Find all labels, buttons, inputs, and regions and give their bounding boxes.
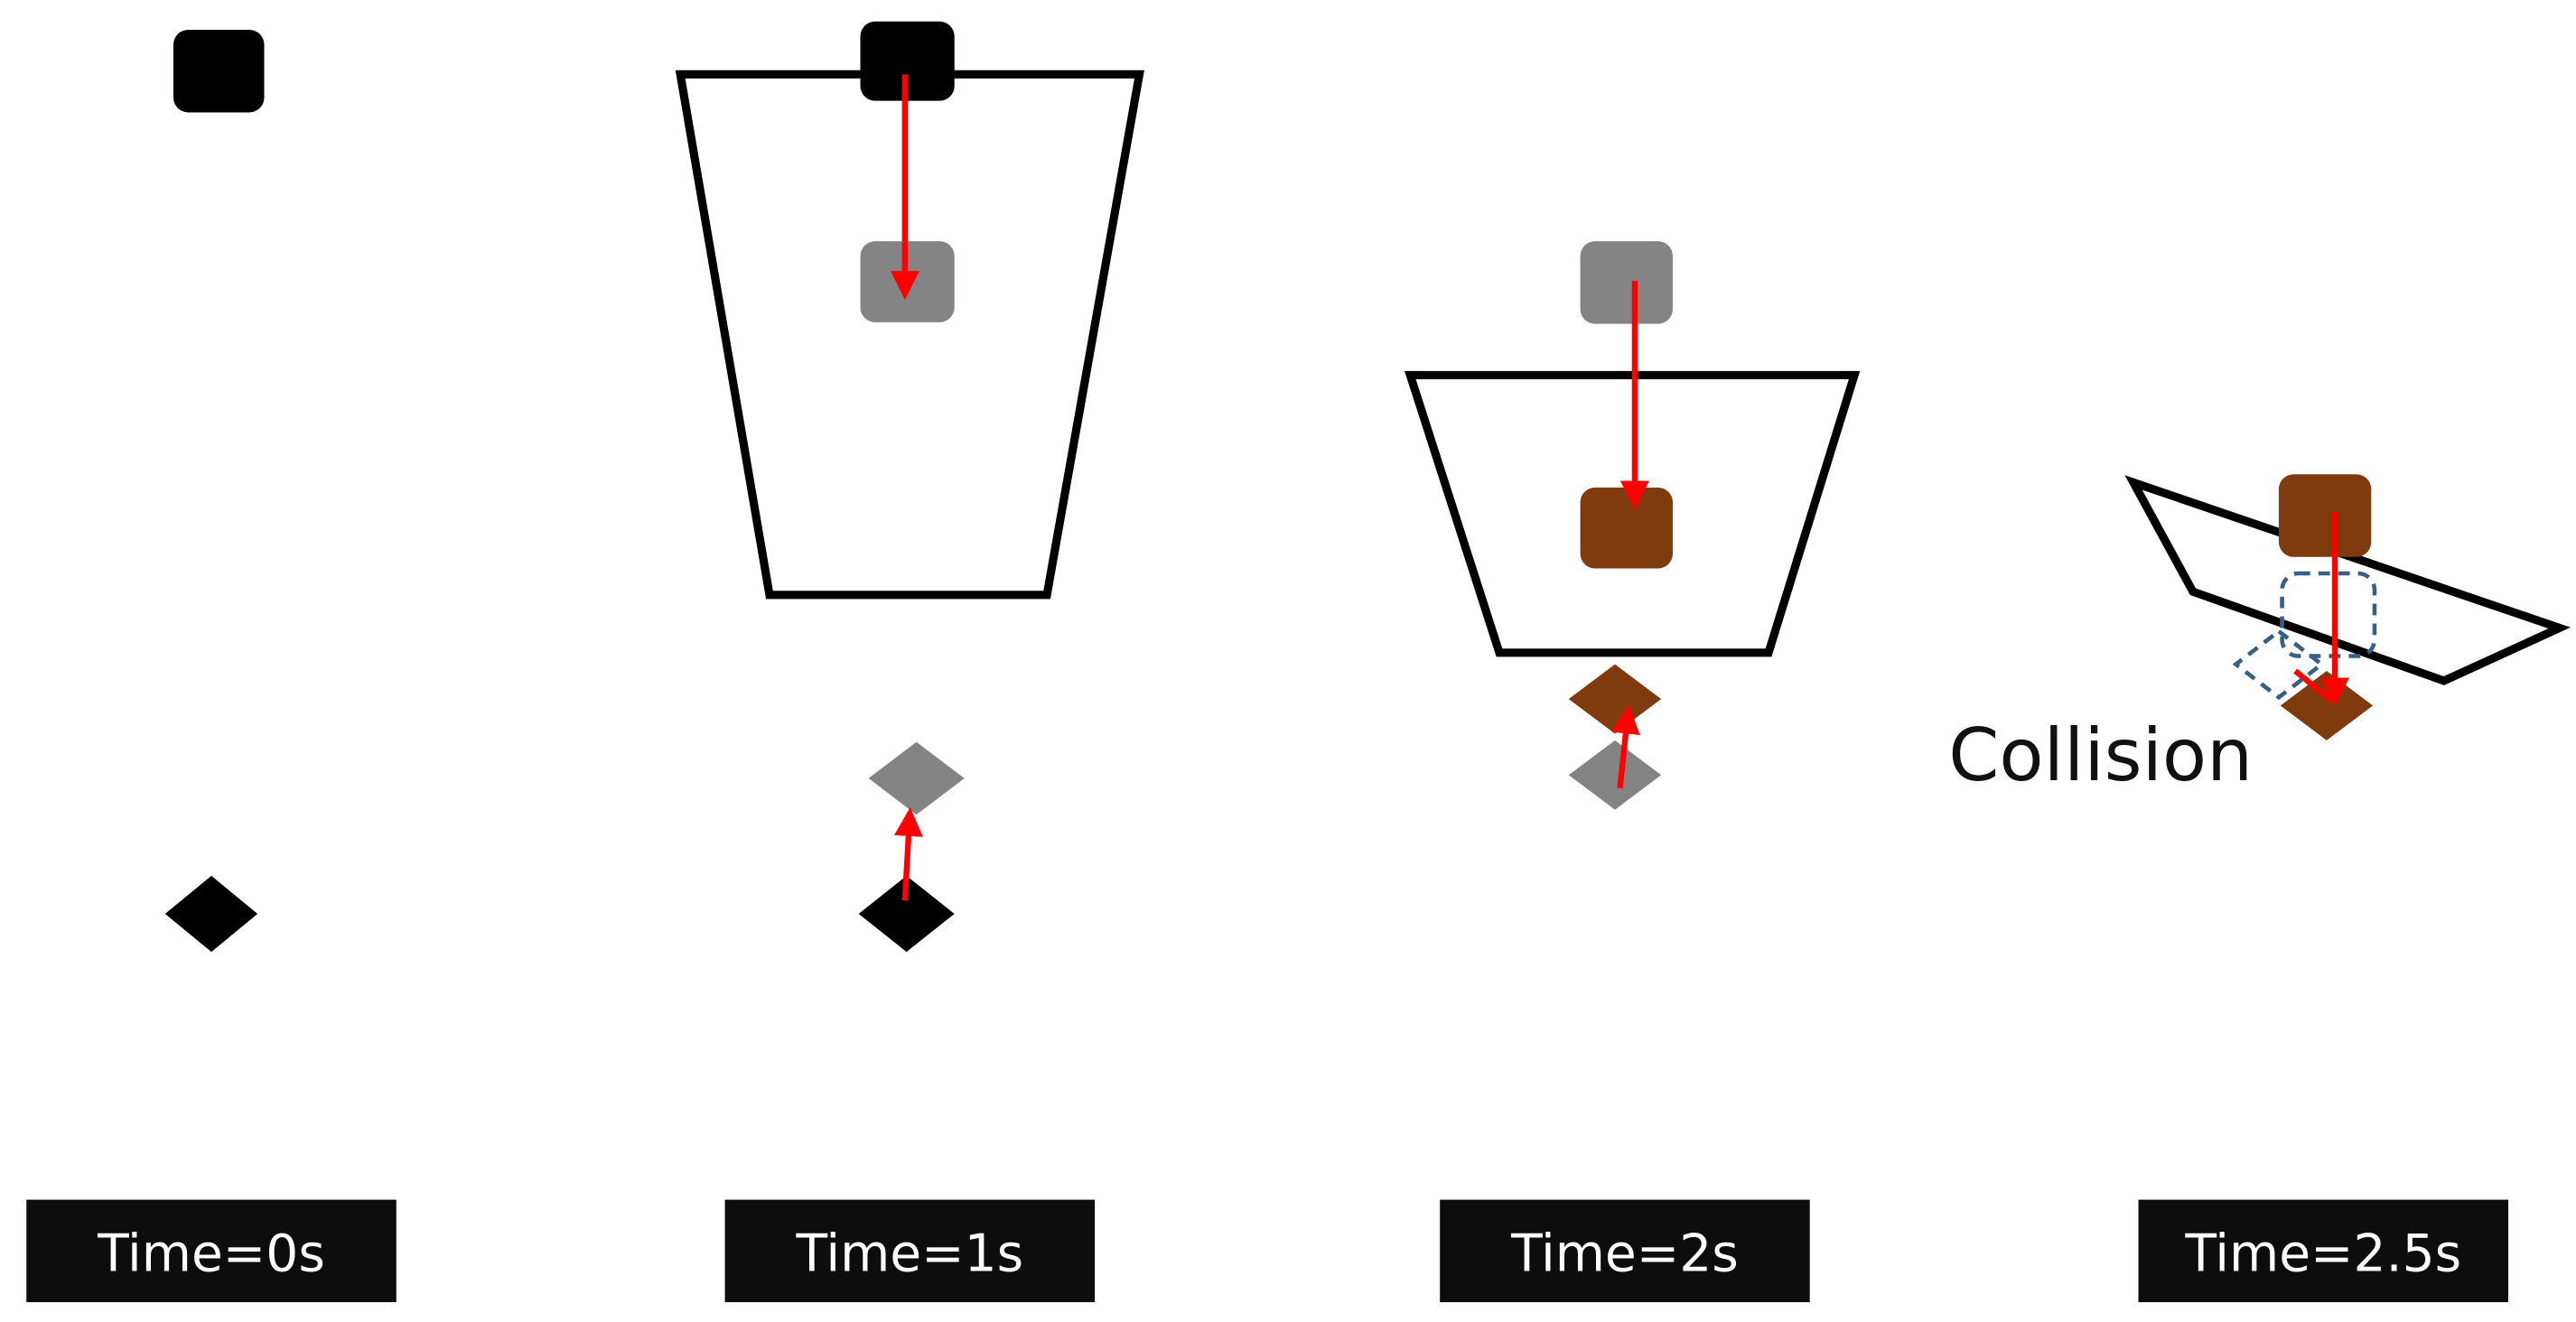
obstacle-predicted-diamond: [2280, 670, 2374, 740]
view-frustum: [675, 70, 1144, 600]
aircraft-square: [860, 21, 955, 101]
time-label-2-5s: Time=2.5s: [2138, 1199, 2509, 1303]
frame-3: Collision: [1948, 474, 2571, 797]
time-label-2s: Time=2s: [1440, 1199, 1810, 1303]
time-label-background: [2138, 1199, 2509, 1303]
time-label-text: Time=2s: [1510, 1224, 1739, 1283]
view-frustum: [1405, 370, 1861, 657]
time-label-text: Time=0s: [97, 1224, 325, 1283]
obstacle-previous-diamond: [1568, 740, 1662, 810]
time-label-background: [724, 1199, 1096, 1303]
aircraft-collision-outline: [2280, 571, 2377, 658]
view-frustum: [2124, 475, 2571, 685]
motion-arrow: [1610, 704, 1640, 789]
time-label-background: [1440, 1199, 1810, 1303]
motion-arrow: [893, 806, 923, 901]
frame-1: [675, 21, 1144, 953]
aircraft-previous-square: [2278, 474, 2372, 557]
obstacle-predicted-diamond: [868, 741, 965, 815]
aircraft-predicted-square: [1580, 487, 1673, 569]
collision-label: Collision: [1948, 712, 2253, 797]
time-label-0s: Time=0s: [26, 1199, 397, 1303]
obstacle-collision-outline: [2232, 628, 2326, 701]
aircraft-square: [173, 29, 265, 113]
time-label-text: Time=2.5s: [2184, 1224, 2461, 1283]
frame-2: [1405, 241, 1861, 810]
time-label-background: [26, 1199, 397, 1303]
aircraft-previous-square: [1580, 241, 1673, 324]
time-label-1s: Time=1s: [724, 1199, 1096, 1303]
obstacle-diamond: [164, 875, 258, 953]
time-label-text: Time=1s: [795, 1224, 1023, 1283]
obstacle-predicted-diamond: [1568, 664, 1662, 734]
obstacle-diamond: [858, 875, 955, 953]
motion-arrow: [2293, 668, 2334, 703]
frame-0: [164, 29, 265, 953]
